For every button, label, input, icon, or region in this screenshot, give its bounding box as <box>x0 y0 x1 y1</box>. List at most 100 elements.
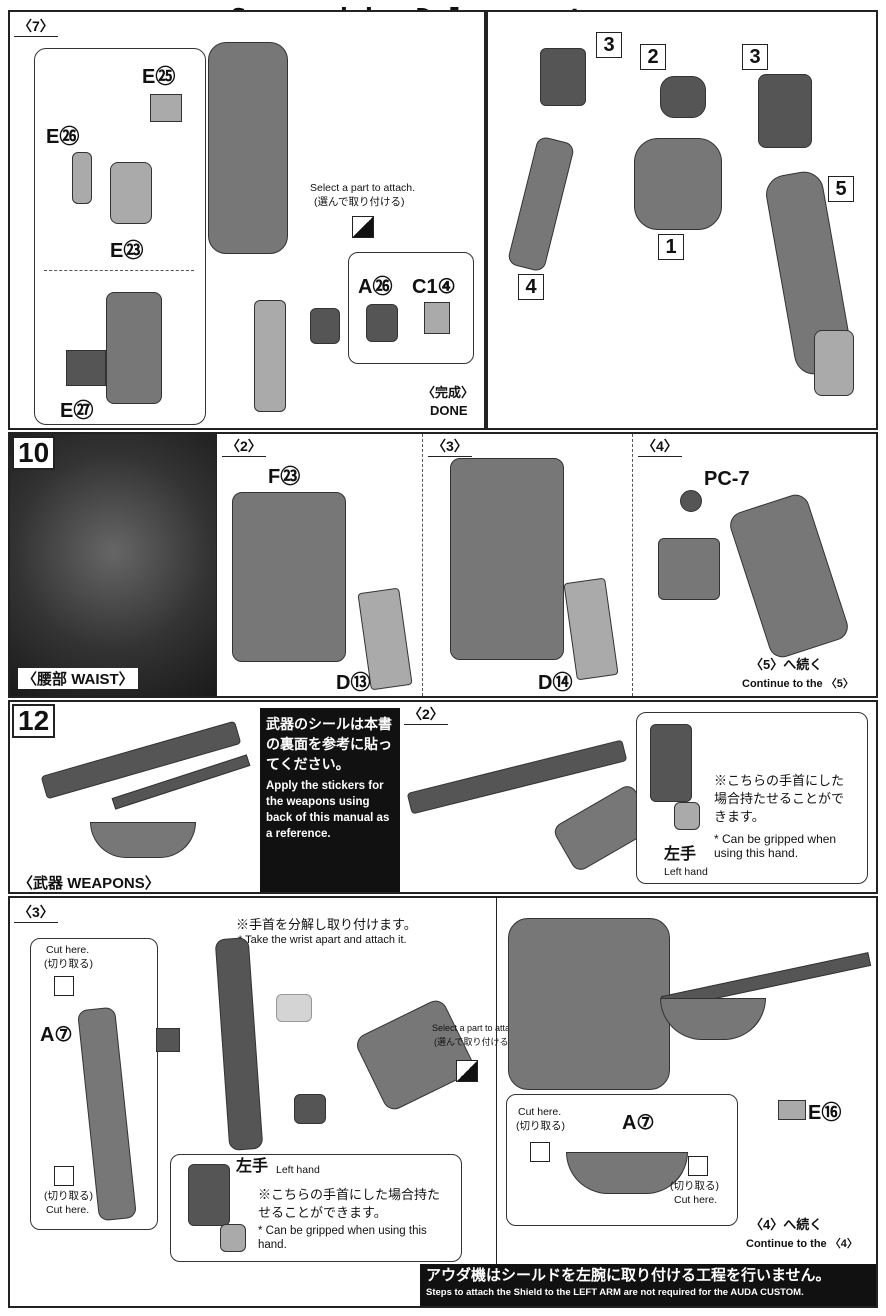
continue-jp: 〈5〉へ続く <box>750 657 823 672</box>
axe-part-right <box>566 1152 688 1194</box>
part-shape-e25 <box>150 94 182 122</box>
label-4: 4 <box>518 274 544 300</box>
wrist-fist <box>294 1094 326 1124</box>
label-3-right: 3 <box>742 44 768 70</box>
select-part-en: Select a part to attach. <box>310 182 416 194</box>
part-e25: E㉕ <box>142 66 176 88</box>
part-f23: F㉓ <box>268 466 301 488</box>
grip-note-jp: ※こちらの手首にした場合持たせることができます。 <box>714 773 845 824</box>
torso-core <box>634 138 722 230</box>
waist-title-en: WAIST〉 <box>71 671 134 688</box>
left-hand-fist <box>674 802 700 830</box>
part-shape-leg-pair <box>110 162 152 224</box>
sub-step-3-weapons: 〈3〉 <box>14 902 58 923</box>
step-12-3-panel: 〈3〉 ※手首を分解し取り付けます。 * Take the wrist apar… <box>8 896 878 1308</box>
step-7-panel: 〈7〉 E㉕ E㉖ E㉓ E㉗ Select a part to attach.… <box>8 10 486 430</box>
step-10-number: 10 <box>12 436 56 470</box>
left-hand-arm-2 <box>188 1164 230 1226</box>
continue-en-2: Continue to the 〈4〉 <box>746 1238 858 1250</box>
wrist-note-en: * Take the wrist apart and attach it. <box>238 934 407 946</box>
waist-photo <box>10 434 216 696</box>
waist-joint <box>658 538 720 600</box>
grip-note-jp-2: ※こちらの手首にした場合持たせることができます。 <box>258 1187 441 1220</box>
skirt-armor-3 <box>450 458 564 660</box>
step-12-number: 12 <box>12 704 56 738</box>
cut-here-bottom-jp: (切り取る) <box>44 1190 93 1202</box>
cut-icon-right-2 <box>688 1156 708 1176</box>
part-a7-left: A⑦ <box>40 1024 73 1046</box>
left-hand-fist-2 <box>220 1224 246 1252</box>
auda-note-jp: アウダ機はシールドを左腕に取り付ける工程を行いません。 <box>426 1267 831 1284</box>
grip-note-en: * Can be gripped when using this hand. <box>714 832 837 860</box>
part-e16-shape <box>778 1100 806 1120</box>
continue-jp-2: 〈4〉へ続く <box>750 1217 823 1232</box>
left-hand-en: Left hand <box>664 866 708 878</box>
part-d14: D⑭ <box>538 672 573 694</box>
sub-step-3: 〈3〉 <box>428 436 472 457</box>
part-e16: E⑯ <box>808 1102 842 1124</box>
label-2: 2 <box>640 44 666 70</box>
cut-here-right2-jp: (切り取る) <box>670 1180 719 1192</box>
part-e27: E㉗ <box>60 400 94 422</box>
head-part <box>660 76 706 118</box>
waist-title: 〈腰部 WAIST〉 <box>18 668 138 689</box>
label-1: 1 <box>658 234 684 260</box>
select-part-jp: (選んで取り付ける) <box>314 196 405 208</box>
cut-here-right-jp: (切り取る) <box>516 1120 565 1132</box>
part-pc7: PC-7 <box>704 468 750 490</box>
insert-d14 <box>563 577 619 681</box>
sub-step-4: 〈4〉 <box>638 436 682 457</box>
weapons-title-en: WEAPONS〉 <box>67 875 160 892</box>
select-icon-2 <box>456 1060 478 1082</box>
option-fist <box>310 308 340 344</box>
step-7-tag: 〈7〉 <box>14 16 58 37</box>
sub-step-2: 〈2〉 <box>222 436 266 457</box>
cut-icon-bottom <box>54 1166 74 1186</box>
cut-here-bottom-en: Cut here. <box>46 1204 90 1216</box>
part-shape-a26 <box>366 304 398 342</box>
auda-note-box: アウダ機はシールドを左腕に取り付ける工程を行いません。 Steps to att… <box>420 1264 876 1306</box>
part-a7-right: A⑦ <box>622 1112 655 1134</box>
divider-1 <box>216 434 217 696</box>
hand-right <box>814 330 854 396</box>
leg-small-assembly <box>254 300 286 412</box>
continue-en: Continue to the 〈5〉 <box>742 678 854 690</box>
axe-head-held <box>660 998 766 1040</box>
select-part-jp-2: (選んで取り付ける) <box>434 1037 512 1047</box>
sticker-note-jp: 武器のシールは本書の裏面を参考に貼ってください。 <box>266 716 392 772</box>
leg-assembly <box>208 42 288 254</box>
cut-icon-top <box>54 976 74 996</box>
wrist-ghost <box>276 994 312 1022</box>
skirt-side <box>726 491 852 661</box>
label-3-left: 3 <box>596 32 622 58</box>
cut-here-top-en: Cut here. <box>46 944 90 956</box>
weapons-title-jp: 〈武器 <box>18 875 64 892</box>
grip-note-en-2: * Can be gripped when using this hand. <box>258 1225 427 1251</box>
select-part-en-2: Select a part to attach. <box>432 1023 523 1033</box>
label-5: 5 <box>828 176 854 202</box>
part-shape-assembled-legs <box>106 292 162 404</box>
part-shape-e26 <box>72 152 92 204</box>
sticker-note-en: Apply the stickers for the weapons using… <box>266 780 390 840</box>
small-clip <box>156 1028 180 1052</box>
cut-icon-right-1 <box>530 1142 550 1162</box>
forearm-weapon <box>352 996 478 1114</box>
auda-note-en: Steps to attach the Shield to the LEFT A… <box>426 1287 804 1298</box>
wrist-note-jp: ※手首を分解し取り付けます。 <box>236 917 417 932</box>
select-icon <box>352 216 374 238</box>
axe-assembled <box>214 937 264 1151</box>
arm-left <box>506 135 576 273</box>
left-hand-jp: 左手 <box>664 846 697 863</box>
divider-3 <box>632 434 633 696</box>
axe-blade-shape <box>90 822 196 858</box>
cut-here-right-en: Cut here. <box>518 1106 562 1118</box>
left-hand-en-2: Left hand <box>276 1164 320 1176</box>
shoulder-left <box>540 48 586 106</box>
part-e26: E㉖ <box>46 126 80 148</box>
pc7-ball <box>680 490 702 512</box>
left-hand-jp-2: 左手 <box>236 1158 269 1175</box>
body-torso-weapons <box>508 918 670 1090</box>
part-shape-c1-4 <box>424 302 450 334</box>
part-e23: E㉓ <box>110 240 144 262</box>
weapons-title: 〈武器 WEAPONS〉 <box>18 872 160 892</box>
